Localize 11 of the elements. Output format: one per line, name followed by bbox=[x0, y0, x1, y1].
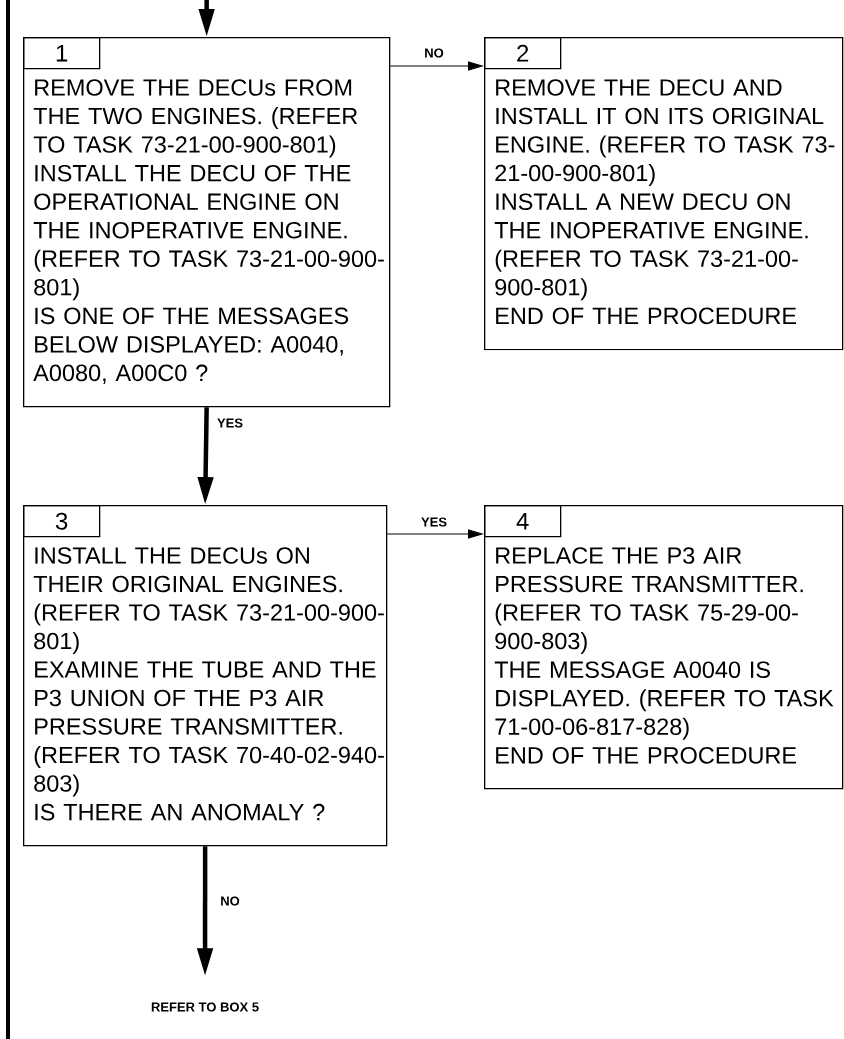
step-number-box: 1 bbox=[23, 37, 101, 70]
step-number-box: 3 bbox=[23, 505, 101, 538]
edge-label: NO bbox=[219, 895, 241, 907]
arrow bbox=[389, 61, 483, 71]
edge-label: NO bbox=[423, 47, 445, 59]
arrow bbox=[386, 529, 483, 539]
reference-text: REFER TO BOX 5 bbox=[151, 1002, 259, 1012]
step-number-box: 2 bbox=[484, 37, 562, 70]
edge-label: YES bbox=[420, 516, 448, 528]
step-number-box: 4 bbox=[484, 505, 562, 538]
edge-label: YES bbox=[216, 417, 244, 429]
